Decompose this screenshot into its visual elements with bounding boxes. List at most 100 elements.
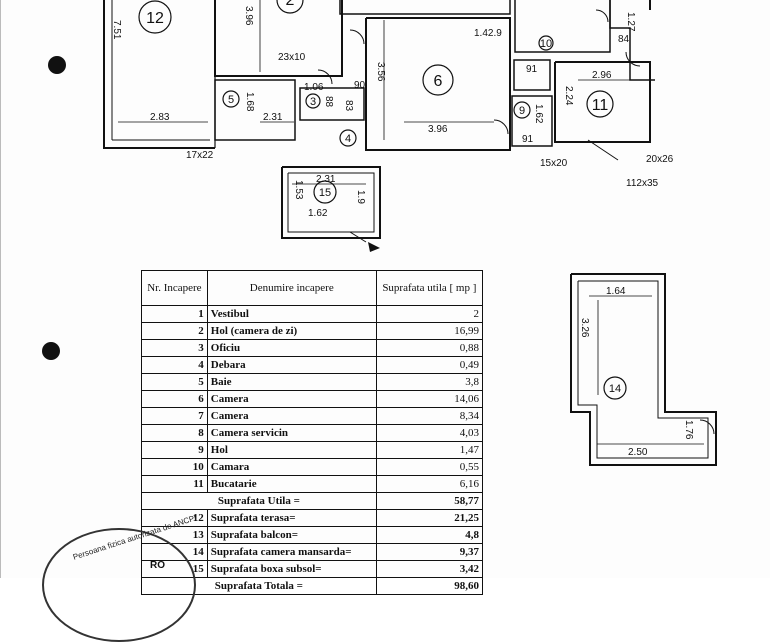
row-denumire: Suprafata balcon= [206, 526, 377, 544]
row-nr: 1 [141, 305, 208, 323]
row-denumire: Suprafata boxa subsol= [206, 560, 377, 578]
row-value: 8,34 [375, 407, 484, 425]
dim-91a: 91 [526, 64, 538, 75]
row-nr: 5 [141, 373, 208, 391]
row-value: 3,42 [375, 560, 484, 578]
dim-84: 84 [618, 34, 630, 45]
dim-142-9: 1.42.9 [474, 28, 502, 39]
area-table: Nr. Incapere Denumire incapere Suprafata… [141, 270, 484, 595]
dim-23x10: 23x10 [278, 52, 306, 63]
room-label-4: 4 [345, 133, 351, 145]
dim-20x26: 20x26 [646, 154, 674, 165]
room-label-12: 12 [146, 10, 164, 27]
header-nr: Nr. Incapere [141, 270, 208, 306]
row-nr: 9 [141, 441, 208, 459]
row-denumire: Hol [206, 441, 377, 459]
dim-15x20: 15x20 [540, 158, 568, 169]
dim-83: 83 [343, 100, 354, 112]
dim-162: 1.62 [533, 104, 544, 124]
dim-90: 90 [354, 80, 366, 91]
dim-751: 7.51 [111, 20, 122, 40]
row-denumire: Oficiu [206, 339, 377, 357]
dim-19: 1.9 [355, 190, 366, 204]
room-label-5: 5 [228, 94, 234, 106]
row-value: 2 [375, 305, 484, 323]
row-nr: 8 [141, 424, 208, 442]
dim-162b: 1.62 [308, 208, 328, 219]
dim-296: 2.96 [592, 70, 612, 81]
row-nr: 6 [141, 390, 208, 408]
row-nr: 11 [141, 475, 208, 493]
punch-hole-middle [42, 342, 60, 360]
total-value: 98,60 [375, 577, 484, 595]
row-nr: 3 [141, 339, 208, 357]
row-value: 21,25 [375, 509, 484, 527]
row-value: 4,8 [375, 526, 484, 544]
header-sup: Suprafata utila [ mp ] [375, 270, 484, 306]
row-value: 0,88 [375, 339, 484, 357]
dim-326: 3.26 [579, 318, 590, 338]
dim-106: 1.06 [304, 82, 324, 93]
room-label-9: 9 [519, 105, 525, 117]
row-value: 1,47 [375, 441, 484, 459]
dim-88: 88 [323, 96, 334, 108]
stamp-ro: RO [150, 560, 165, 571]
dim-153: 1.53 [293, 180, 304, 200]
room-label-3: 3 [310, 96, 316, 108]
row-value: 6,16 [375, 475, 484, 493]
row-value: 9,37 [375, 543, 484, 561]
room-label-15: 15 [319, 187, 331, 199]
dim-396b: 3.96 [428, 124, 448, 135]
row-denumire: Vestibul [206, 305, 377, 323]
row-denumire: Hol (camera de zi) [206, 322, 377, 340]
row-denumire: Baie [206, 373, 377, 391]
room-label-14: 14 [609, 383, 621, 395]
row-denumire: Debara [206, 356, 377, 374]
row-nr: 4 [141, 356, 208, 374]
row-denumire: Camara [206, 458, 377, 476]
dim-176: 1.76 [683, 420, 694, 440]
row-denumire: Bucatarie [206, 475, 377, 493]
row-denumire: Camera [206, 390, 377, 408]
dim-231: 2.31 [263, 112, 283, 123]
row-value: 14,06 [375, 390, 484, 408]
row-nr: 2 [141, 322, 208, 340]
floor-plan-drawing: 12 2 6 10 5 3 4 9 11 15 14 7.51 3.96 2.8… [103, 0, 717, 466]
page-edge [0, 0, 1, 578]
scanned-document-page: 12 2 6 10 5 3 4 9 11 15 14 7.51 3.96 2.8… [0, 0, 717, 642]
room-label-6: 6 [434, 73, 443, 90]
dim-231b: 2.31 [316, 174, 336, 185]
dim-168: 1.68 [244, 92, 255, 112]
row-denumire: Camera servicin [206, 424, 377, 442]
dim-283: 2.83 [150, 112, 170, 123]
util-label: Suprafata Utila = [141, 492, 377, 510]
row-value: 0,49 [375, 356, 484, 374]
header-den: Denumire incapere [206, 270, 377, 306]
row-denumire: Camera [206, 407, 377, 425]
dim-112x35: 112x35 [626, 178, 659, 189]
row-denumire: Suprafata terasa= [206, 509, 377, 527]
dim-17x22: 17x22 [186, 150, 214, 161]
room-label-2: 2 [286, 0, 295, 9]
util-value: 58,77 [375, 492, 484, 510]
row-nr: 7 [141, 407, 208, 425]
row-value: 4,03 [375, 424, 484, 442]
util-row: Suprafata Utila = 58,77 [141, 492, 484, 510]
punch-hole-top [48, 56, 66, 74]
row-value: 3,8 [375, 373, 484, 391]
